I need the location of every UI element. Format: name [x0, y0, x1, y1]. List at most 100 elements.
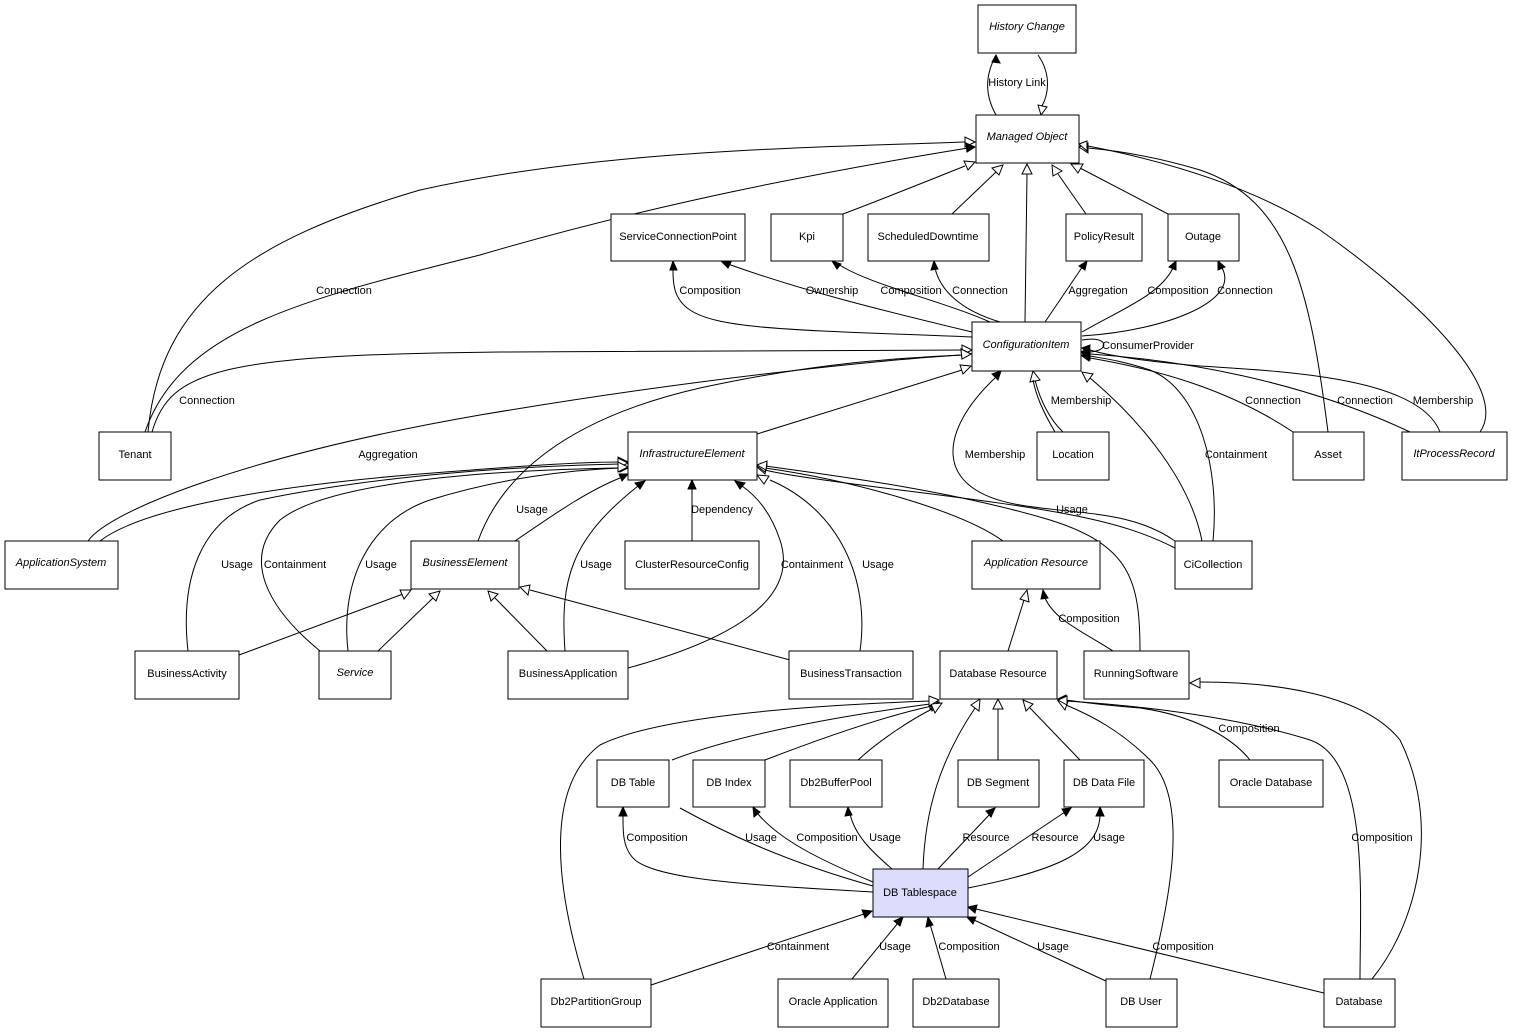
node-db-segment[interactable]: DB Segment: [957, 759, 1040, 808]
edge-cicoll-ci-membership: [952, 370, 1176, 542]
edge-asset-ci: [1081, 351, 1294, 433]
node-running-software[interactable]: RunningSoftware: [1083, 650, 1190, 700]
edge-tablespace-dbindex-usage: [679, 807, 874, 887]
node-business-transaction[interactable]: BusinessTransaction: [788, 650, 914, 700]
edge-ci-kpi: [830, 260, 991, 323]
label-dbdatafile-resource: Resource: [1031, 832, 1078, 844]
label-crc-dependency: Dependency: [691, 504, 753, 516]
edge-ci-kpi-ownership: [719, 260, 973, 333]
node-cluster-resource-config[interactable]: ClusterResourceConfig: [624, 540, 760, 590]
node-oracle-application[interactable]: Oracle Application: [777, 978, 889, 1028]
label-db2bp-usage: Usage: [869, 832, 901, 844]
label-db2database-composition: Composition: [938, 941, 999, 953]
edge-oracleapp-tablespace: [851, 916, 904, 980]
node-oracle-database[interactable]: Oracle Database: [1218, 759, 1324, 808]
node-scheduled-downtime-label: ScheduledDowntime: [878, 231, 979, 243]
node-infrastructure-element[interactable]: InfrastructureElement: [627, 431, 758, 481]
edge-dbuser-tablespace: [965, 916, 1109, 983]
edge-labels: History Link Connection Composition Owne…: [179, 77, 1473, 953]
edge-kpi-managed-object: [842, 160, 977, 215]
edge-bapp-ie-containment: [627, 480, 784, 669]
node-db-data-file[interactable]: DB Data File: [1063, 759, 1145, 808]
label-dbdatafile-usage: Usage: [1093, 832, 1125, 844]
node-managed-object-label: Managed Object: [987, 131, 1069, 143]
edge-ci-sd: [930, 259, 1001, 323]
node-business-transaction-label: BusinessTransaction: [800, 668, 902, 680]
label-database-composition-ts: Composition: [1152, 941, 1213, 953]
node-it-process-record[interactable]: ItProcessRecord: [1401, 431, 1508, 481]
node-db-user[interactable]: DB User: [1105, 978, 1178, 1028]
edge-service-be: [377, 590, 441, 652]
label-rs-composition: Composition: [1058, 613, 1119, 625]
node-outage[interactable]: Outage: [1167, 213, 1240, 262]
node-db-table-label: DB Table: [611, 777, 655, 789]
node-database[interactable]: Database: [1323, 978, 1396, 1028]
node-service[interactable]: Service: [318, 650, 392, 700]
edge-rs-ie: [755, 460, 1141, 652]
node-cluster-resource-config-label: ClusterResourceConfig: [635, 559, 749, 571]
node-asset[interactable]: Asset: [1292, 431, 1365, 481]
edge-tablespace-db2bp: [844, 805, 893, 870]
edge-tablespace-dbdatafile-resource: [967, 807, 1072, 878]
edge-db2database-tablespace: [925, 915, 947, 980]
node-business-application[interactable]: BusinessApplication: [507, 650, 629, 700]
label-cicoll-membership: Membership: [965, 449, 1026, 461]
nodes: History Change Managed Object ServiceCon…: [4, 4, 1508, 1028]
label-partition-containment: Containment: [767, 941, 829, 953]
node-db2-database[interactable]: Db2Database: [912, 978, 1000, 1028]
edge-ci-pr: [1044, 259, 1088, 323]
node-history-change[interactable]: History Change: [977, 4, 1077, 54]
node-it-process-record-label: ItProcessRecord: [1413, 448, 1495, 460]
node-managed-object[interactable]: Managed Object: [975, 114, 1080, 164]
node-scheduled-downtime[interactable]: ScheduledDowntime: [867, 213, 990, 262]
node-db2-partition-group[interactable]: Db2PartitionGroup: [540, 978, 652, 1028]
node-tenant[interactable]: Tenant: [98, 431, 172, 481]
edge-ci-outage-composition: [1081, 259, 1177, 333]
node-service-connection-point[interactable]: ServiceConnectionPoint: [610, 213, 746, 262]
label-kpi-ownership: Ownership: [806, 285, 859, 297]
node-asset-label: Asset: [1314, 449, 1342, 461]
node-service-connection-point-label: ServiceConnectionPoint: [619, 231, 736, 243]
label-dbsegment-resource: Resource: [962, 832, 1009, 844]
label-ba-usage: Usage: [221, 559, 253, 571]
node-db-index[interactable]: DB Index: [692, 759, 766, 808]
node-ci-collection[interactable]: CiCollection: [1174, 540, 1253, 590]
edge-be-ci: [477, 348, 973, 542]
node-business-element[interactable]: BusinessElement: [410, 540, 520, 590]
node-business-activity[interactable]: BusinessActivity: [134, 650, 240, 700]
edge-dbindex-dr: [764, 700, 942, 761]
label-be-usage: Usage: [516, 504, 548, 516]
label-tenant-ci-connection: Connection: [179, 395, 235, 407]
node-policy-result[interactable]: PolicyResult: [1065, 213, 1143, 262]
edge-rs-appres: [1040, 588, 1114, 652]
label-sd-composition: Composition: [880, 285, 941, 297]
edge-database-dr: [1056, 695, 1362, 980]
node-application-system[interactable]: ApplicationSystem: [4, 540, 119, 590]
node-db-table[interactable]: DB Table: [596, 759, 670, 808]
edge-tablespace-dbsegment: [937, 807, 996, 870]
edge-ci-outage-connection: [1081, 259, 1226, 337]
label-bapp-containment: Containment: [781, 559, 843, 571]
edge-be-ie: [514, 473, 630, 542]
node-location[interactable]: Location: [1036, 431, 1110, 481]
label-itpr-connection: Connection: [1337, 395, 1393, 407]
edge-bt-ie: [755, 474, 863, 652]
node-configuration-item[interactable]: ConfigurationItem: [971, 321, 1082, 372]
edge-appres-ie: [755, 462, 1004, 542]
edge-ba-ie: [185, 457, 630, 652]
node-service-label: Service: [337, 667, 374, 679]
node-business-activity-label: BusinessActivity: [147, 668, 227, 680]
label-dbindex-usage: Usage: [745, 832, 777, 844]
label-bapp-usage: Usage: [580, 559, 612, 571]
node-database-resource[interactable]: Database Resource: [939, 650, 1058, 700]
node-kpi[interactable]: Kpi: [770, 213, 844, 262]
node-kpi-label: Kpi: [799, 231, 815, 243]
label-outage-composition: Composition: [1147, 285, 1208, 297]
node-db2-buffer-pool[interactable]: Db2BufferPool: [789, 759, 883, 808]
label-outage-connection: Connection: [1217, 285, 1273, 297]
node-business-element-label: BusinessElement: [423, 557, 509, 569]
node-application-resource[interactable]: Application Resource: [971, 540, 1101, 590]
edge-db2bp-dr: [857, 702, 944, 761]
node-db-tablespace[interactable]: DB Tablespace: [872, 868, 969, 918]
edge-ci-managed-object: [1021, 162, 1033, 323]
